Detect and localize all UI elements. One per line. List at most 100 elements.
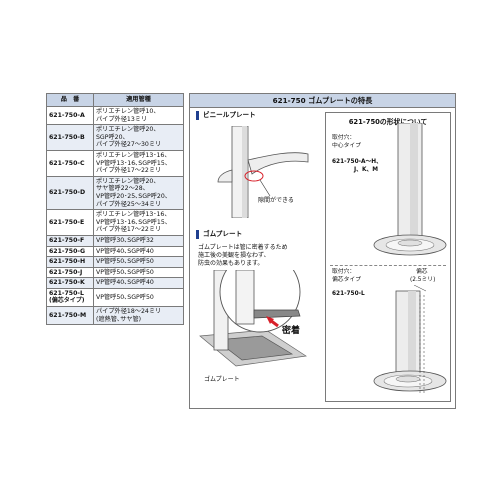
- pipe-type-line: パイプ外径18〜24ミリ: [96, 308, 162, 316]
- rubber-desc-line-2: 施工後の美観を損なわず、: [198, 252, 270, 259]
- pipe-types: パイプ外径18〜24ミリ(遮熱管､サヤ管): [93, 306, 184, 326]
- pipe-types: VP管呼30､SGP呼32: [93, 234, 184, 247]
- product-code: 621-750-B: [46, 124, 94, 151]
- pipe-types: ポリエチレン管呼13･16、VP管呼13･16､SGP呼15、パイプ外径17〜2…: [93, 209, 184, 236]
- pipe-types: VP管呼40､SGP呼40: [93, 245, 184, 258]
- pipe-type-line: (遮熱管､サヤ管): [96, 315, 142, 323]
- table-row: 621-750-C ポリエチレン管呼13･16、VP管呼13･16､SGP呼15、…: [46, 149, 184, 177]
- product-code-text: 621-750-A: [49, 111, 85, 119]
- offset-note-2: (2.5ミリ): [410, 277, 436, 283]
- offset-model: 621-750-L: [332, 291, 365, 297]
- panel-title: 621-750 ゴムプレートの特長: [190, 94, 455, 108]
- center-models-2: J、K、M: [354, 167, 379, 173]
- product-code-text: 621-750-M: [49, 311, 87, 319]
- pipe-type-line: VP管呼13･16､SGP呼15、: [96, 218, 171, 226]
- product-code-text: 621-750-E: [49, 218, 85, 226]
- pipe-type-line: ポリエチレン管呼13･16、: [96, 211, 171, 219]
- header-code: 品 番: [46, 93, 94, 107]
- center-type-illustration: [373, 123, 447, 256]
- product-code-text: 621-750-J: [49, 268, 83, 276]
- center-label-2: 中心タイプ: [332, 143, 361, 149]
- table-row: 621-750-E ポリエチレン管呼13･16、VP管呼13･16､SGP呼15、…: [46, 209, 184, 236]
- product-code: 621-750-L(偏芯タイプ): [46, 287, 94, 308]
- table-row: 621-750-J VP管呼50､SGP呼50: [46, 266, 184, 279]
- product-code: 621-750-J: [46, 266, 94, 279]
- rubber-plate-illustration: [199, 270, 307, 367]
- pipe-type-line: サヤ管呼22〜28、: [96, 185, 149, 193]
- pipe-type-line: VP管呼13･16､SGP呼15、: [96, 159, 171, 167]
- pipe-type-line: ポリエチレン管呼13･16、: [96, 151, 171, 159]
- table-header-row: 品 番 適用管種: [46, 93, 184, 107]
- product-code: 621-750-H: [46, 256, 94, 268]
- pipe-type-line: ポリエチレン管呼20、: [96, 177, 160, 185]
- center-label-1: 取付穴：: [332, 135, 356, 141]
- seal-label: 密着: [282, 326, 301, 336]
- pipe-type-line: パイプ外径25〜34ミリ: [96, 200, 162, 208]
- pipe-type-line: VP管呼50､SGP呼50: [96, 268, 154, 276]
- table-row: 621-750-B ポリエチレン管呼20、SGP呼20、パイプ外径27〜30ミリ: [46, 124, 184, 151]
- product-code-sub: (偏芯タイプ): [49, 297, 85, 305]
- product-code: 621-750-A: [46, 105, 94, 126]
- table-row: 621-750-D ポリエチレン管呼20、サヤ管呼22〜28、VP管呼20･25､…: [46, 175, 184, 211]
- pipe-type-line: パイプ外径13ミリ: [96, 115, 148, 123]
- pipe-type-line: VP管呼20･25､SGP呼20、: [96, 192, 171, 200]
- product-code-text: 621-750-L: [49, 289, 84, 297]
- section-divider: [330, 265, 446, 266]
- pipe-type-line: VP管呼40､SGP呼40: [96, 247, 154, 255]
- product-code: 621-750-G: [46, 245, 94, 258]
- vinyl-plate-illustration: [217, 126, 309, 218]
- offset-label-1: 取付穴：: [332, 269, 356, 275]
- product-code: 621-750-E: [46, 209, 94, 236]
- header-desc: 適用管種: [93, 93, 184, 107]
- center-models-1: 621-750-A〜H、: [332, 159, 382, 165]
- pipe-type-line: パイプ外径17〜22ミリ: [96, 167, 162, 175]
- product-code-text: 621-750-C: [49, 159, 85, 167]
- table-row: 621-750-M パイプ外径18〜24ミリ(遮熱管､サヤ管): [46, 306, 184, 326]
- rubber-desc-line-1: ゴムプレートは管に密着するため: [198, 244, 288, 251]
- product-code-text: 621-750-D: [49, 189, 86, 197]
- rubber-desc-line-3: 防虫の効果もあります。: [198, 260, 264, 267]
- table-row: 621-750-F VP管呼30､SGP呼32: [46, 234, 184, 247]
- shape-title: 621-750の形状について: [348, 118, 428, 126]
- pipe-type-line: ポリエチレン管呼20、: [96, 126, 160, 134]
- product-code-text: 621-750-H: [49, 258, 86, 266]
- product-code: 621-750-M: [46, 306, 94, 326]
- pipe-type-line: SGP呼20、: [96, 133, 129, 141]
- table-row: 621-750-L(偏芯タイプ)VP管呼50､SGP呼50: [46, 287, 184, 308]
- rubber-plate-caption: ゴムプレート: [204, 376, 240, 383]
- pipe-types: VP管呼50､SGP呼50: [93, 256, 184, 268]
- pipe-types: VP管呼40､SGP呼40: [93, 277, 184, 289]
- vinyl-plate-label: ビニールプレート: [196, 111, 256, 120]
- product-code: 621-750-D: [46, 175, 94, 211]
- rubber-plate-label: ゴムプレート: [196, 230, 242, 239]
- table-row: 621-750-H VP管呼50､SGP呼50: [46, 256, 184, 268]
- pipe-type-line: パイプ外径17〜22ミリ: [96, 226, 162, 234]
- pipe-type-line: VP管呼40､SGP呼40: [96, 279, 154, 287]
- product-code: 621-750-F: [46, 234, 94, 247]
- product-code: 621-750-K: [46, 277, 94, 289]
- pipe-types: VP管呼50､SGP呼50: [93, 266, 184, 279]
- feature-panel: 621-750 ゴムプレートの特長 ビニールプレート 隙間ができる ゴムプレート…: [189, 93, 456, 409]
- product-code-text: 621-750-G: [49, 247, 86, 255]
- offset-label-2: 偏芯タイプ: [332, 277, 361, 283]
- pipe-type-line: VP管呼30､SGP呼32: [96, 236, 154, 244]
- pipe-types: VP管呼50､SGP呼50: [93, 287, 184, 308]
- pipe-type-line: VP管呼50､SGP呼50: [96, 293, 154, 301]
- pipe-types: ポリエチレン管呼10、パイプ外径13ミリ: [93, 105, 184, 126]
- pipe-type-line: パイプ外径27〜30ミリ: [96, 141, 162, 149]
- pipe-types: ポリエチレン管呼20、SGP呼20、パイプ外径27〜30ミリ: [93, 124, 184, 151]
- product-code-text: 621-750-B: [49, 133, 85, 141]
- shape-info-box: 621-750の形状について 取付穴： 中心タイプ 621-750-A〜H、 J…: [325, 112, 451, 402]
- offset-type-illustration: [373, 285, 447, 393]
- product-code-text: 621-750-F: [49, 236, 85, 244]
- pipe-type-line: ポリエチレン管呼10、: [96, 108, 160, 115]
- gap-note: 隙間ができる: [258, 197, 294, 204]
- product-code-text: 621-750-K: [49, 279, 85, 287]
- pipe-types: ポリエチレン管呼13･16、VP管呼13･16､SGP呼15、パイプ外径17〜2…: [93, 149, 184, 177]
- table-row: 621-750-G VP管呼40､SGP呼40: [46, 245, 184, 258]
- table-row: 621-750-K VP管呼40､SGP呼40: [46, 277, 184, 289]
- table-row: 621-750-A ポリエチレン管呼10、パイプ外径13ミリ: [46, 105, 184, 126]
- offset-note-1: 偏芯: [416, 269, 428, 275]
